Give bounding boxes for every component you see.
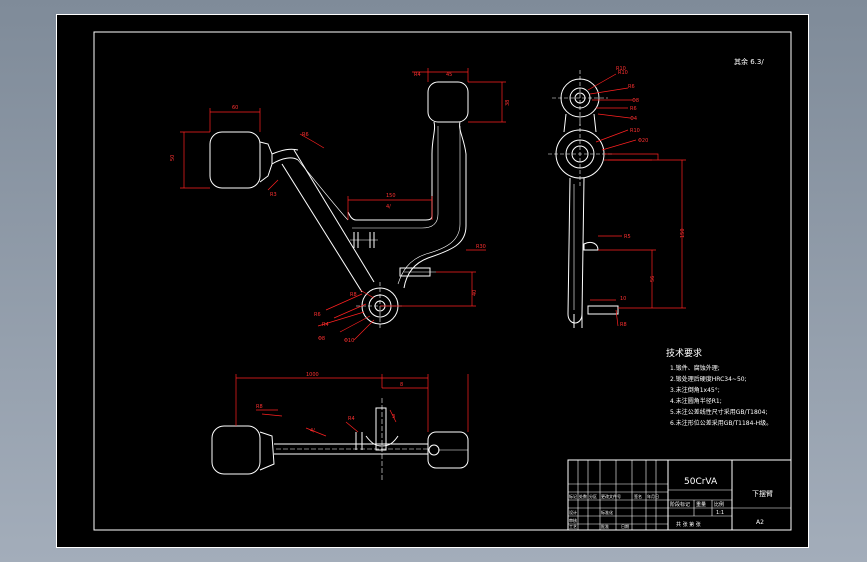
svg-text:R8: R8 <box>256 404 263 410</box>
svg-text:Φ8: Φ8 <box>318 336 325 342</box>
svg-text:56: 56 <box>650 276 656 282</box>
svg-text:150: 150 <box>386 193 396 199</box>
part-name: 下摆臂 <box>752 489 773 498</box>
count-label: 处数 <box>579 493 587 499</box>
svg-text:1000: 1000 <box>306 372 319 378</box>
svg-text:40: 40 <box>472 290 478 296</box>
tech-req-title: 技术要求 <box>666 347 702 359</box>
svg-text:4/: 4/ <box>386 204 391 210</box>
sheet-label: 共 张 第 张 <box>676 521 701 528</box>
top-view-dimensions: 1000 8 R8 4/ R4 3 <box>235 372 469 437</box>
svg-text:R4: R4 <box>322 322 329 328</box>
title-block: 50CrVA 下摆臂 阶段标记 重量 比例 1:1 共 张 第 张 A2 标记 … <box>567 459 792 531</box>
svg-text:R10: R10 <box>618 70 628 76</box>
svg-text:Φ10: Φ10 <box>344 338 354 344</box>
svg-text:R6: R6 <box>630 106 637 112</box>
svg-text:60: 60 <box>232 105 238 111</box>
svg-text:Φ8: Φ8 <box>632 98 639 104</box>
sheet-size: A2 <box>756 519 764 526</box>
roughness-note: 其余 6.3/ <box>734 57 764 66</box>
drawing-sheet: 60 50 R4 45 38 150 4/ R6 R3 R30 40 R8 R6… <box>56 14 809 548</box>
weight-label: 重量 <box>696 501 706 508</box>
svg-text:R10: R10 <box>616 66 626 72</box>
zone-label: 分区 <box>589 493 597 499</box>
design-label: 设计 <box>569 509 577 515</box>
date-label: 日期 <box>621 523 629 529</box>
material-label: 50CrVA <box>684 477 718 487</box>
svg-text:R6: R6 <box>314 312 321 318</box>
change-doc-label: 更改文件号 <box>601 493 621 499</box>
date-ymd-label: 年月日 <box>647 493 659 499</box>
tech-req-item: 3.未注倒角1x45°; <box>670 386 720 394</box>
svg-text:R3: R3 <box>270 192 277 198</box>
svg-text:45: 45 <box>446 72 452 78</box>
svg-text:8: 8 <box>400 382 403 388</box>
signature-label: 签名 <box>634 493 642 499</box>
svg-text:Φ4: Φ4 <box>630 116 637 122</box>
svg-text:R4: R4 <box>414 72 421 78</box>
tech-requirements: 技术要求 1.锻件、腐蚀外理; 2.锻处理后硬度HRC34~50; 3.未注倒角… <box>666 347 772 427</box>
tech-req-item: 6.未注形位公差采用GB/T1184-H级。 <box>670 419 772 427</box>
svg-text:Φ20: Φ20 <box>638 138 648 144</box>
scale-label: 比例 <box>714 501 724 508</box>
sheet-outer-border <box>56 14 809 548</box>
svg-text:R6: R6 <box>628 84 635 90</box>
left-bushing <box>209 131 261 189</box>
svg-text:4/: 4/ <box>310 428 315 434</box>
review-label: 审核 <box>569 517 577 523</box>
svg-text:38: 38 <box>505 100 511 106</box>
front-view <box>209 81 469 330</box>
front-view-dimensions: 60 50 R4 45 38 150 4/ R6 R3 R30 40 R8 R6… <box>170 68 511 344</box>
standard-label: 标准化 <box>601 509 613 515</box>
svg-text:R8: R8 <box>620 322 627 328</box>
svg-text:R8: R8 <box>350 292 357 298</box>
svg-text:R6: R6 <box>302 132 309 138</box>
svg-text:R10: R10 <box>630 128 640 134</box>
svg-text:R5: R5 <box>624 234 631 240</box>
tech-req-item: 4.未注圆角半径R1; <box>670 397 722 405</box>
svg-text:R30: R30 <box>476 244 486 250</box>
approve-label: 批准 <box>601 523 609 529</box>
side-view-dimensions: R10 R6 Φ8 R6 Φ4 R10 Φ20 150 56 R5 10 R8 … <box>587 66 686 328</box>
tech-req-item: 1.锻件、腐蚀外理; <box>670 364 720 372</box>
process-label: 工艺 <box>569 524 577 529</box>
svg-text:10: 10 <box>620 296 626 302</box>
svg-text:R4: R4 <box>348 416 355 422</box>
scale-value: 1:1 <box>716 510 724 516</box>
stage-label: 阶段标记 <box>670 501 690 508</box>
svg-text:3: 3 <box>392 414 395 420</box>
tech-req-item: 2.锻处理后硬度HRC34~50; <box>670 375 747 383</box>
drawing-canvas[interactable]: 60 50 R4 45 38 150 4/ R6 R3 R30 40 R8 R6… <box>56 14 809 548</box>
svg-text:50: 50 <box>170 155 176 161</box>
sheet-inner-frame <box>93 31 792 531</box>
top-left-bushing <box>211 425 261 475</box>
svg-text:150: 150 <box>680 228 686 238</box>
side-view <box>548 70 619 328</box>
tech-req-item: 5.未注公差线性尺寸采用GB/T1804; <box>670 408 767 416</box>
upper-bushing <box>427 81 469 123</box>
top-view <box>211 398 469 480</box>
mark-label: 标记 <box>569 493 577 499</box>
